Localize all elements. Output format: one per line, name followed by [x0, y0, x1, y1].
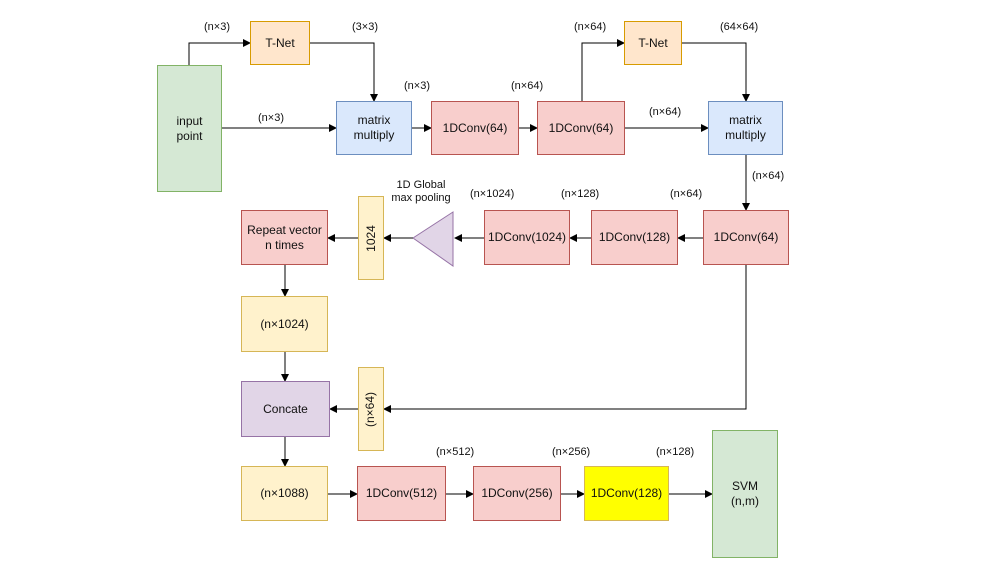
conv128-node: 1DConv(128) [591, 210, 678, 265]
matrix-multiply-2-node: matrix multiply [708, 101, 783, 155]
svm-node: SVM (n,m) [712, 430, 778, 558]
n1088-node: (n×1088) [241, 466, 328, 521]
label-n1024: (n×1024) [470, 188, 515, 200]
conv64-a-node: 1DConv(64) [431, 101, 519, 155]
label-n64-e: (n×64) [670, 188, 703, 200]
conv64-b-node: 1DConv(64) [537, 101, 625, 155]
conv256-node: 1DConv(256) [473, 466, 561, 521]
matrix-multiply-1-node: matrix multiply [336, 101, 412, 155]
edge-conv64c-n64 [383, 265, 747, 413]
label-3x3: (3×3) [352, 21, 378, 33]
tnet-1-node: T-Net [250, 21, 310, 65]
label-n512: (n×512) [436, 446, 475, 458]
edge-input-tnet1 [188, 39, 251, 65]
label-n64-c: (n×64) [649, 106, 682, 118]
label-n3-top: (n×3) [204, 21, 230, 33]
label-n128b: (n×128) [656, 446, 695, 458]
conv512-node: 1DConv(512) [357, 466, 446, 521]
label-n128: (n×128) [561, 188, 600, 200]
max-pooling-label: 1D Global max pooling [391, 179, 451, 204]
vector-1024-text: 1024 [363, 224, 378, 252]
input-point-node: input point [157, 65, 222, 192]
label-n256: (n×256) [552, 446, 591, 458]
max-pooling-triangle [412, 211, 454, 267]
label-n64-d: (n×64) [752, 170, 785, 182]
label-n64-b: (n×64) [574, 21, 607, 33]
label-64x64: (64×64) [720, 21, 759, 33]
repeat-vector-node: Repeat vector n times [241, 210, 328, 265]
label-n3-input: (n×3) [258, 112, 284, 124]
edge-tnet2-mm2 [682, 42, 750, 102]
label-n3-mm: (n×3) [404, 80, 430, 92]
conv1024-node: 1DConv(1024) [484, 210, 570, 265]
n64-vertical-node: (n×64) [358, 367, 384, 451]
conv128-highlight-node: 1DConv(128) [584, 466, 669, 521]
edge-conv64b-tnet2 [581, 39, 625, 101]
label-n64-a: (n×64) [511, 80, 544, 92]
vector-1024-node: 1024 [358, 196, 384, 280]
concate-node: Concate [241, 381, 330, 437]
tnet-2-node: T-Net [624, 21, 682, 65]
conv64-c-node: 1DConv(64) [703, 210, 789, 265]
edge-tnet1-mm1 [310, 42, 378, 102]
n1024-node: (n×1024) [241, 296, 328, 352]
n64-vertical-text: (n×64) [363, 391, 378, 427]
